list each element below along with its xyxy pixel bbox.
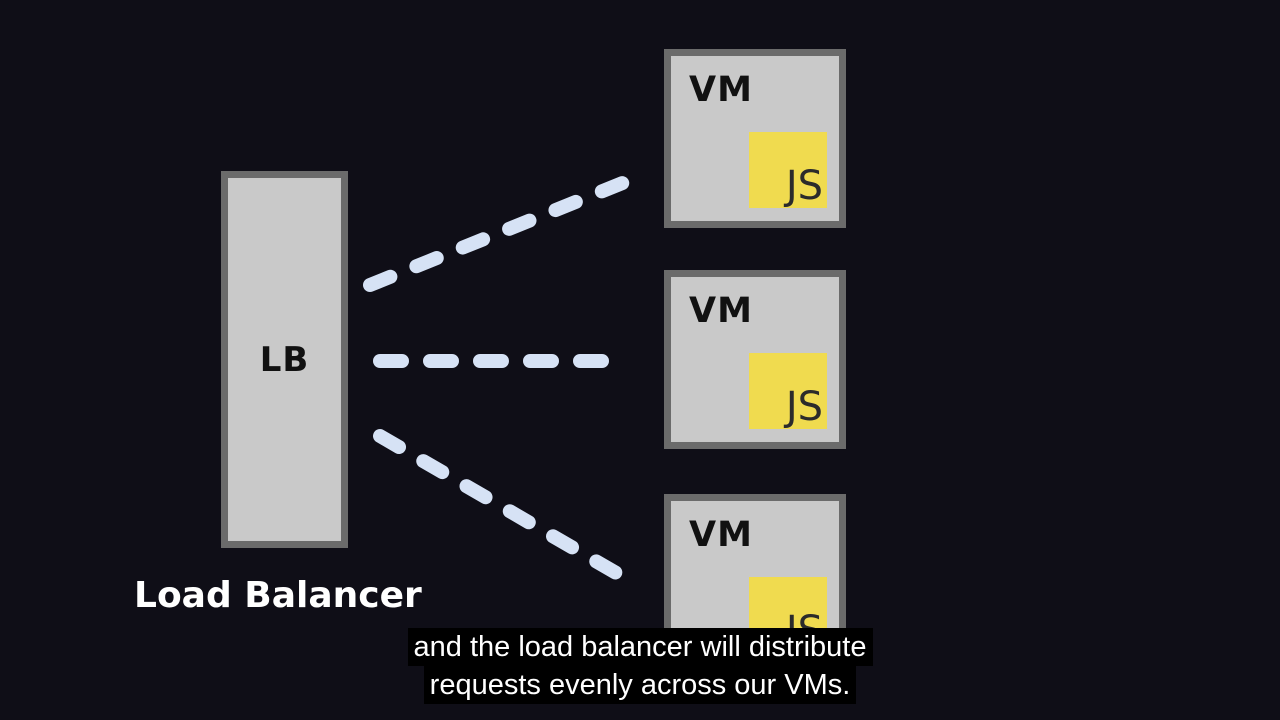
subtitle-line-2: requests evenly across our VMs. xyxy=(423,666,857,704)
connector-to-vm-3 xyxy=(373,429,625,581)
load-balancer-caption: Load Balancer xyxy=(134,575,422,616)
subtitle-line-1: and the load balancer will distribute xyxy=(407,628,873,666)
connector-to-vm-1 xyxy=(363,171,642,292)
subtitle-overlay: and the load balancer will distribute re… xyxy=(0,628,1280,704)
vm-label: VM xyxy=(689,291,753,331)
js-badge-label: JS xyxy=(785,163,823,209)
vm-label: VM xyxy=(689,515,753,555)
vm-box-1: VM JS xyxy=(664,49,846,228)
vm-box-2: VM JS xyxy=(664,270,846,449)
js-badge-label: JS xyxy=(785,384,823,430)
javascript-icon: JS xyxy=(749,353,827,429)
vm-label: VM xyxy=(689,70,753,110)
javascript-icon: JS xyxy=(749,132,827,208)
load-balancer-label: LB xyxy=(259,339,310,380)
load-balancer-box: LB xyxy=(221,171,348,548)
